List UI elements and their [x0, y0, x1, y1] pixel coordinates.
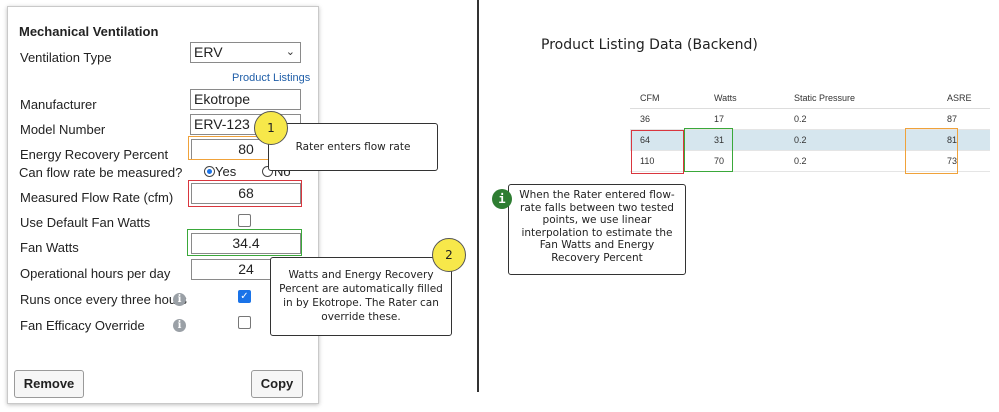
fan-watts-label: Fan Watts	[20, 240, 79, 255]
default-fan-watts-label: Use Default Fan Watts	[20, 215, 151, 230]
remove-button[interactable]: Remove	[14, 370, 84, 398]
callout-auto-filled: Watts and Energy Recovery Percent are au…	[270, 257, 452, 336]
table-cell: 110	[630, 150, 704, 172]
ventilation-type-select[interactable]: ERV ⌄	[190, 42, 301, 63]
step-1-badge: 1	[254, 111, 288, 145]
table-cell: 31	[704, 129, 784, 151]
info-icon[interactable]: i	[173, 293, 186, 306]
product-listing-table: CFM Watts Static Pressure ASRE 36 17 0.2…	[630, 88, 990, 172]
step-2-badge: 2	[432, 238, 466, 272]
column-header: CFM	[630, 88, 704, 109]
callout-interpolation: When the Rater entered flow-rate falls b…	[508, 184, 686, 275]
callout-rater-enters-flow: Rater enters flow rate	[268, 123, 438, 171]
table-cell: 0.2	[784, 150, 937, 172]
default-fan-watts-checkbox[interactable]	[238, 214, 251, 227]
table-cell: 17	[704, 108, 784, 130]
flow-measurable-yes-radio[interactable]	[204, 166, 215, 177]
vertical-divider	[477, 0, 479, 392]
panel-title: Mechanical Ventilation	[19, 24, 159, 39]
flow-measurable-yes-label: Yes	[215, 164, 237, 179]
table-cell: 87	[937, 108, 990, 130]
ventilation-type-value: ERV	[194, 44, 223, 60]
ventilation-type-label: Ventilation Type	[20, 50, 112, 65]
column-header: Watts	[704, 88, 784, 109]
table-cell: 70	[704, 150, 784, 172]
table-cell: 73	[937, 150, 990, 172]
chevron-down-icon: ⌄	[285, 46, 295, 58]
table-row: 36 17 0.2 87	[630, 108, 990, 130]
backend-title: Product Listing Data (Backend)	[541, 37, 758, 53]
flow-measurable-label: Can flow rate be measured?	[19, 165, 183, 180]
info-icon[interactable]: i	[173, 319, 186, 332]
table-cell: 36	[630, 108, 704, 130]
table-row: 110 70 0.2 73	[630, 150, 990, 172]
operational-hours-label: Operational hours per day	[20, 266, 171, 281]
info-icon: i	[492, 189, 512, 209]
runs-once-checkbox[interactable]: ✓	[238, 290, 251, 303]
column-header: Static Pressure	[784, 88, 937, 109]
product-listings-link[interactable]: Product Listings	[232, 72, 311, 84]
measured-flow-input[interactable]: 68	[191, 183, 301, 204]
table-cell: 0.2	[784, 129, 937, 151]
copy-button[interactable]: Copy	[251, 370, 303, 398]
model-number-label: Model Number	[20, 122, 106, 137]
energy-recovery-label: Energy Recovery Percent	[20, 147, 169, 162]
table-header-row: CFM Watts Static Pressure ASRE	[630, 88, 990, 109]
fan-efficacy-override-checkbox[interactable]	[238, 316, 251, 329]
mechanical-ventilation-panel: Mechanical Ventilation Ventilation Type …	[7, 6, 319, 404]
runs-once-label: Runs once every three hours	[20, 292, 187, 307]
table-cell: 0.2	[784, 108, 937, 130]
manufacturer-label: Manufacturer	[20, 97, 97, 112]
fan-watts-input[interactable]: 34.4	[191, 233, 301, 254]
model-number-value: ERV-123	[194, 116, 250, 132]
fan-efficacy-override-label: Fan Efficacy Override	[20, 318, 145, 333]
flow-measurable-no-radio[interactable]	[262, 166, 273, 177]
manufacturer-input[interactable]: Ekotrope	[190, 89, 301, 110]
table-cell: 81	[937, 129, 990, 151]
table-cell: 64	[630, 129, 704, 151]
measured-flow-label: Measured Flow Rate (cfm)	[20, 190, 174, 205]
table-row: 64 31 0.2 81	[630, 129, 990, 151]
column-header: ASRE	[937, 88, 990, 109]
